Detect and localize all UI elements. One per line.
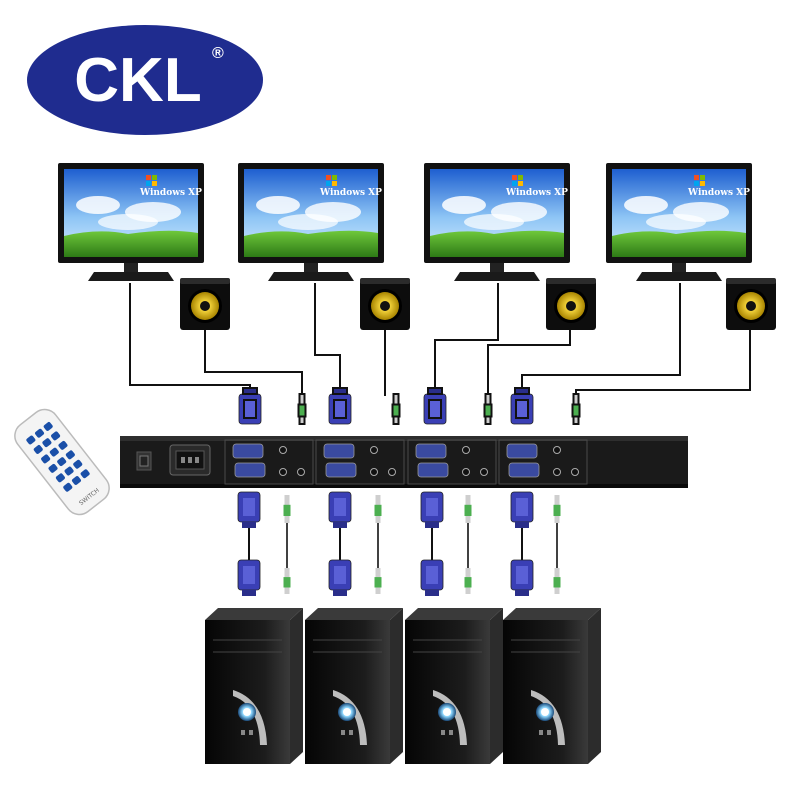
vga-port-in: [235, 463, 265, 477]
monitor-row: Windows XP Windows XP Windows XP Windows XP: [58, 163, 752, 281]
audio-port: [463, 447, 470, 454]
speaker-icon: [360, 278, 410, 330]
audio-jack-icon: [485, 394, 492, 424]
vga-plug-icon: [329, 388, 351, 424]
monitor-screen-label: Windows XP: [687, 188, 750, 198]
computer-row: [205, 608, 601, 764]
vga-plug-icon: [421, 560, 443, 596]
audio-jack-icon: [299, 394, 306, 424]
monitor-icon: Windows XP: [58, 163, 204, 281]
audio-jack-icon: [284, 568, 291, 594]
audio-port: [371, 469, 378, 476]
audio-jack-icon: [375, 568, 382, 594]
audio-port: [298, 469, 305, 476]
vga-plug-icon: [511, 388, 533, 424]
vga-plug-icon: [238, 492, 260, 528]
audio-port: [481, 469, 488, 476]
vga-plug-icon: [238, 560, 260, 596]
vga-plug-icon: [421, 492, 443, 528]
audio-jack-icon: [375, 495, 382, 523]
power-socket-icon: [170, 445, 210, 475]
computer-tower-icon: [405, 608, 503, 764]
kvm-switch-box: [120, 436, 688, 488]
vga-plug-icon: [511, 492, 533, 528]
vga-port-out: [416, 444, 446, 458]
vga-port-in: [509, 463, 539, 477]
audio-jack-icon: [284, 495, 291, 523]
cable: [315, 283, 340, 392]
monitor-screen-label: Windows XP: [319, 188, 382, 198]
audio-port: [389, 469, 396, 476]
logo-registered-mark: ®: [212, 45, 224, 62]
vga-port-in: [418, 463, 448, 477]
audio-port: [371, 447, 378, 454]
remote-control: SWITCH: [9, 404, 115, 520]
monitor-icon: Windows XP: [424, 163, 570, 281]
audio-jack-icon: [465, 495, 472, 523]
vga-port-out: [233, 444, 263, 458]
audio-port: [572, 469, 579, 476]
vga-plug-icon: [329, 492, 351, 528]
vga-port-out: [507, 444, 537, 458]
monitor-screen-label: Windows XP: [139, 188, 202, 198]
speaker-icon: [546, 278, 596, 330]
speaker-row: [180, 278, 776, 330]
audio-jack-icon: [554, 568, 561, 594]
cable: [522, 283, 680, 392]
speaker-icon: [726, 278, 776, 330]
audio-port: [554, 447, 561, 454]
audio-port: [280, 447, 287, 454]
computer-tower-icon: [503, 608, 601, 764]
brand-logo: CKL ®: [27, 25, 263, 135]
cable: [488, 330, 570, 396]
cable: [205, 330, 302, 396]
monitor-icon: Windows XP: [238, 163, 384, 281]
vga-port-out: [324, 444, 354, 458]
audio-jack-icon: [573, 394, 580, 424]
audio-jack-icon: [465, 568, 472, 594]
vga-plug-icon: [511, 560, 533, 596]
audio-jack-icon: [393, 394, 400, 424]
monitor-screen-label: Windows XP: [505, 188, 568, 198]
vga-plug-icon: [329, 560, 351, 596]
logo-text: CKL: [74, 46, 201, 115]
audio-port: [280, 469, 287, 476]
vga-plug-icon: [239, 388, 261, 424]
computer-tower-icon: [305, 608, 403, 764]
vga-port-in: [326, 463, 356, 477]
audio-port: [463, 469, 470, 476]
input-cables: [238, 492, 561, 596]
vga-plug-icon: [424, 388, 446, 424]
speaker-icon: [180, 278, 230, 330]
cable: [576, 330, 750, 396]
audio-port: [554, 469, 561, 476]
computer-tower-icon: [205, 608, 303, 764]
power-button-icon: [137, 452, 151, 470]
monitor-icon: Windows XP: [606, 163, 752, 281]
audio-jack-icon: [554, 495, 561, 523]
